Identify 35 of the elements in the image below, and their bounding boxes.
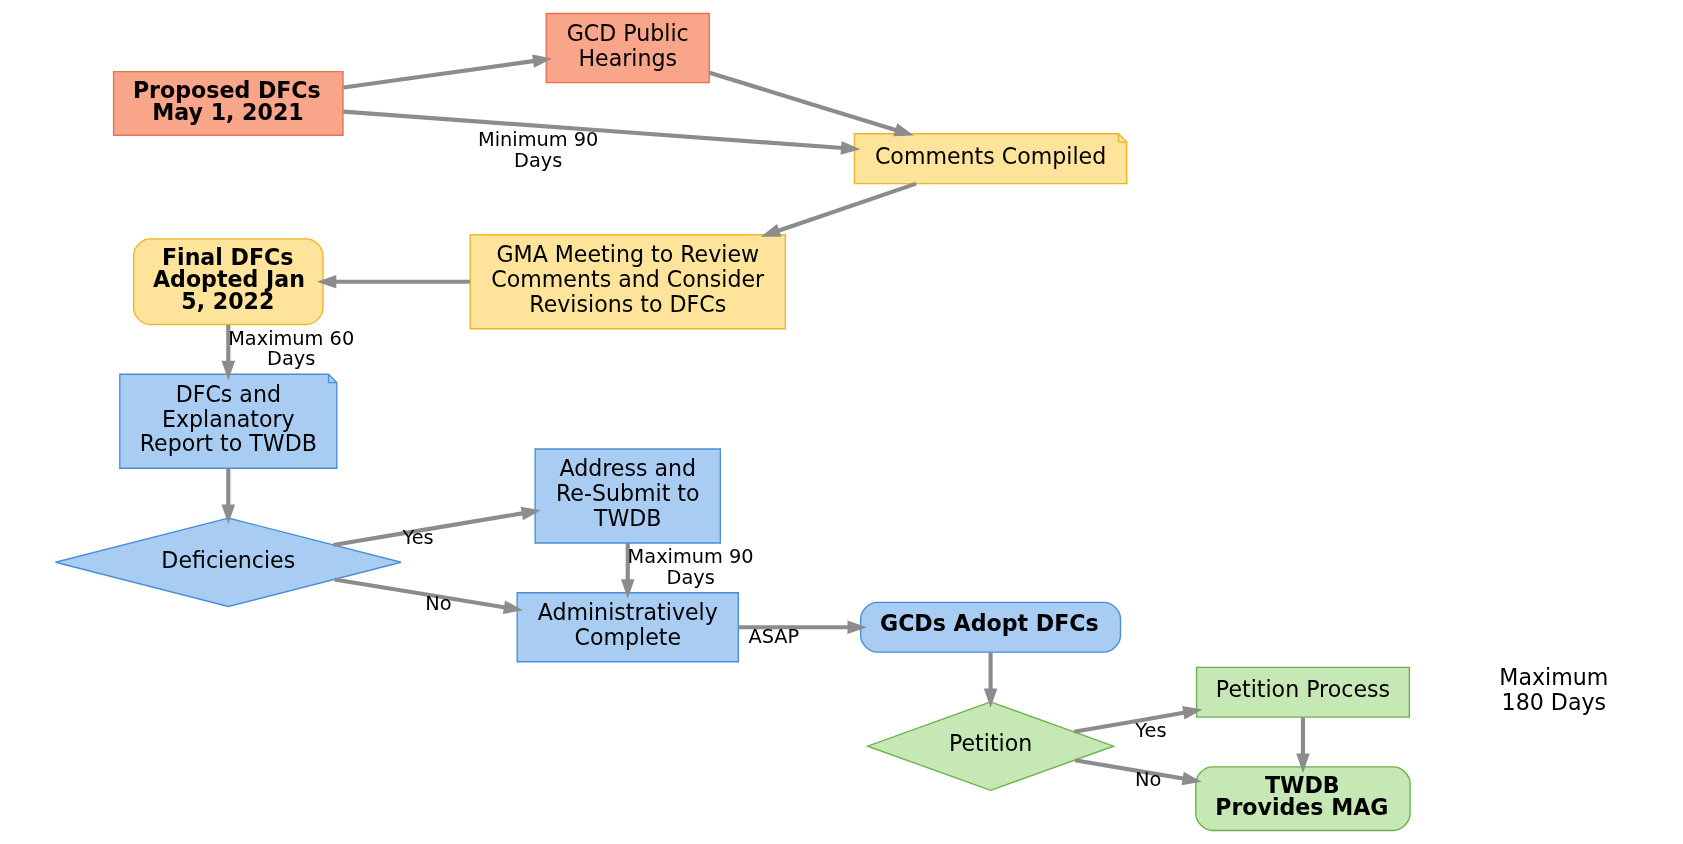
edge-label: No	[1134, 767, 1161, 791]
arrow	[1074, 758, 1202, 786]
edge-label: Maximum 60 Days	[227, 326, 354, 371]
node-box: Administratively Complete	[516, 592, 739, 663]
edge-label: Maximum 90 Days	[627, 544, 754, 589]
arrow	[221, 324, 235, 381]
arrow	[1073, 706, 1202, 734]
arrow	[760, 181, 917, 237]
edge-label: Minimum 90 Days	[477, 127, 598, 172]
node-box: GCD Public Hearings	[545, 12, 710, 84]
node-box: Final DFCs Adopted Jan 5, 2022	[132, 238, 324, 326]
arrow	[738, 620, 867, 635]
node-box: TWDB Provides MAG	[1194, 766, 1411, 832]
node-box: GMA Meeting to Review Comments and Consider Revisions to DFCs	[469, 234, 786, 330]
node-box: Petition Process	[1195, 666, 1410, 718]
arrow	[983, 652, 997, 708]
node-diamond: Petition	[865, 701, 1116, 792]
edge-label: Yes	[1134, 718, 1167, 742]
label: Maximum 180 Days	[1498, 664, 1608, 715]
arrow	[221, 468, 235, 524]
arrow	[708, 70, 914, 137]
edge-label: Yes	[401, 525, 434, 549]
arrow	[332, 506, 541, 547]
arrow	[1295, 717, 1310, 773]
arrow	[316, 274, 470, 289]
edge-label: ASAP	[747, 624, 799, 648]
arrow	[342, 109, 860, 155]
arrow	[333, 577, 523, 614]
node-box: Address and Re-Submit to TWDB	[533, 448, 721, 544]
arrow	[620, 543, 635, 599]
node-diamond: Deficiencies	[54, 517, 402, 608]
edge-label: No	[424, 591, 452, 615]
node-box: GCDs Adopt DFCs	[859, 601, 1121, 653]
arrow	[342, 54, 552, 90]
node-box: Proposed DFCs May 1, 2021	[112, 70, 344, 136]
